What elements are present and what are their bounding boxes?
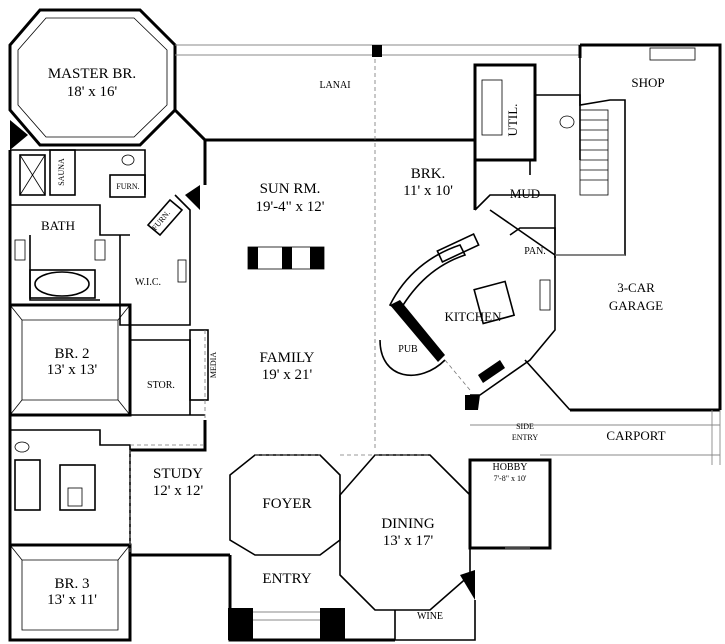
garage-walls [470, 254, 721, 465]
column-mid [282, 247, 292, 269]
side-entry-2: ENTRY [512, 433, 538, 442]
garage-name-1: 3-CAR [617, 280, 655, 295]
foyer-walls [229, 454, 341, 556]
bath-area-walls [10, 149, 200, 326]
dining-name: DINING [381, 516, 434, 532]
dining-walls [339, 454, 476, 641]
family-dim: 19' x 21' [262, 367, 313, 383]
study-walls [129, 420, 230, 557]
bedroom-3-walls [8, 429, 132, 642]
entry-label: ENTRY [262, 571, 311, 587]
bedroom-2-dim: 13' x 13' [47, 362, 98, 378]
storage-media-walls [130, 329, 209, 416]
shop-label: SHOP [631, 75, 664, 90]
furnace-label-2: FURN. [150, 209, 172, 233]
study-dim: 12' x 12' [153, 483, 204, 499]
study-name: STUDY [153, 466, 203, 482]
pub-label: PUB [398, 344, 418, 355]
bedroom-3-dim: 13' x 11' [47, 592, 97, 608]
master-bedroom-name: MASTER BR. [48, 66, 136, 82]
utility-label: UTIL. [505, 104, 520, 137]
breakfast-name: BRK. [411, 166, 446, 182]
bathtub [34, 271, 90, 297]
sun-room-name: SUN RM. [260, 181, 321, 197]
media-label: MEDIA [209, 352, 218, 378]
family-name: FAMILY [260, 350, 315, 366]
master-bedroom-dim: 18' x 16' [67, 84, 118, 100]
sun-room-dim: 19'-4" x 12' [255, 199, 324, 215]
kitchen-island [473, 280, 516, 325]
pantry-walls [509, 227, 556, 258]
dining-dim: 13' x 17' [383, 533, 434, 549]
storage-label: STOR. [147, 380, 175, 391]
breakfast-dim: 11' x 10' [403, 183, 453, 199]
dashed-lines [130, 45, 376, 456]
master-bedroom-walls [8, 8, 177, 147]
garage-name-2: GARAGE [609, 298, 663, 313]
column-right [310, 247, 324, 269]
side-entry-1: SIDE [516, 422, 534, 431]
bath-label: BATH [41, 218, 75, 233]
hobby-dim: 7'-8" x 10' [494, 474, 527, 483]
pantry-label: PAN. [524, 246, 546, 257]
bedroom-2-walls [8, 303, 132, 417]
lanai-label: LANAI [319, 80, 350, 91]
mud-label: MUD [510, 186, 540, 201]
bedroom-2-name: BR. 2 [54, 346, 89, 362]
sauna-label: SAUNA [57, 158, 66, 186]
kitchen-island-curve [388, 244, 467, 312]
carport-label: CARPORT [606, 428, 665, 443]
foyer-entry-walls [228, 454, 395, 642]
wine-label: WINE [417, 611, 443, 622]
wic-label: W.I.C. [135, 277, 161, 288]
furnace-label-1: FURN. [116, 182, 139, 191]
kitchen-walls [379, 209, 556, 410]
hobby-walls [468, 458, 552, 550]
foyer-label: FOYER [262, 496, 311, 512]
column-left [248, 247, 258, 269]
hobby-name: HOBBY [492, 462, 527, 473]
pub-counter [379, 339, 446, 376]
kitchen-label: KITCHEN [444, 309, 502, 324]
bedroom-3-name: BR. 3 [54, 576, 89, 592]
